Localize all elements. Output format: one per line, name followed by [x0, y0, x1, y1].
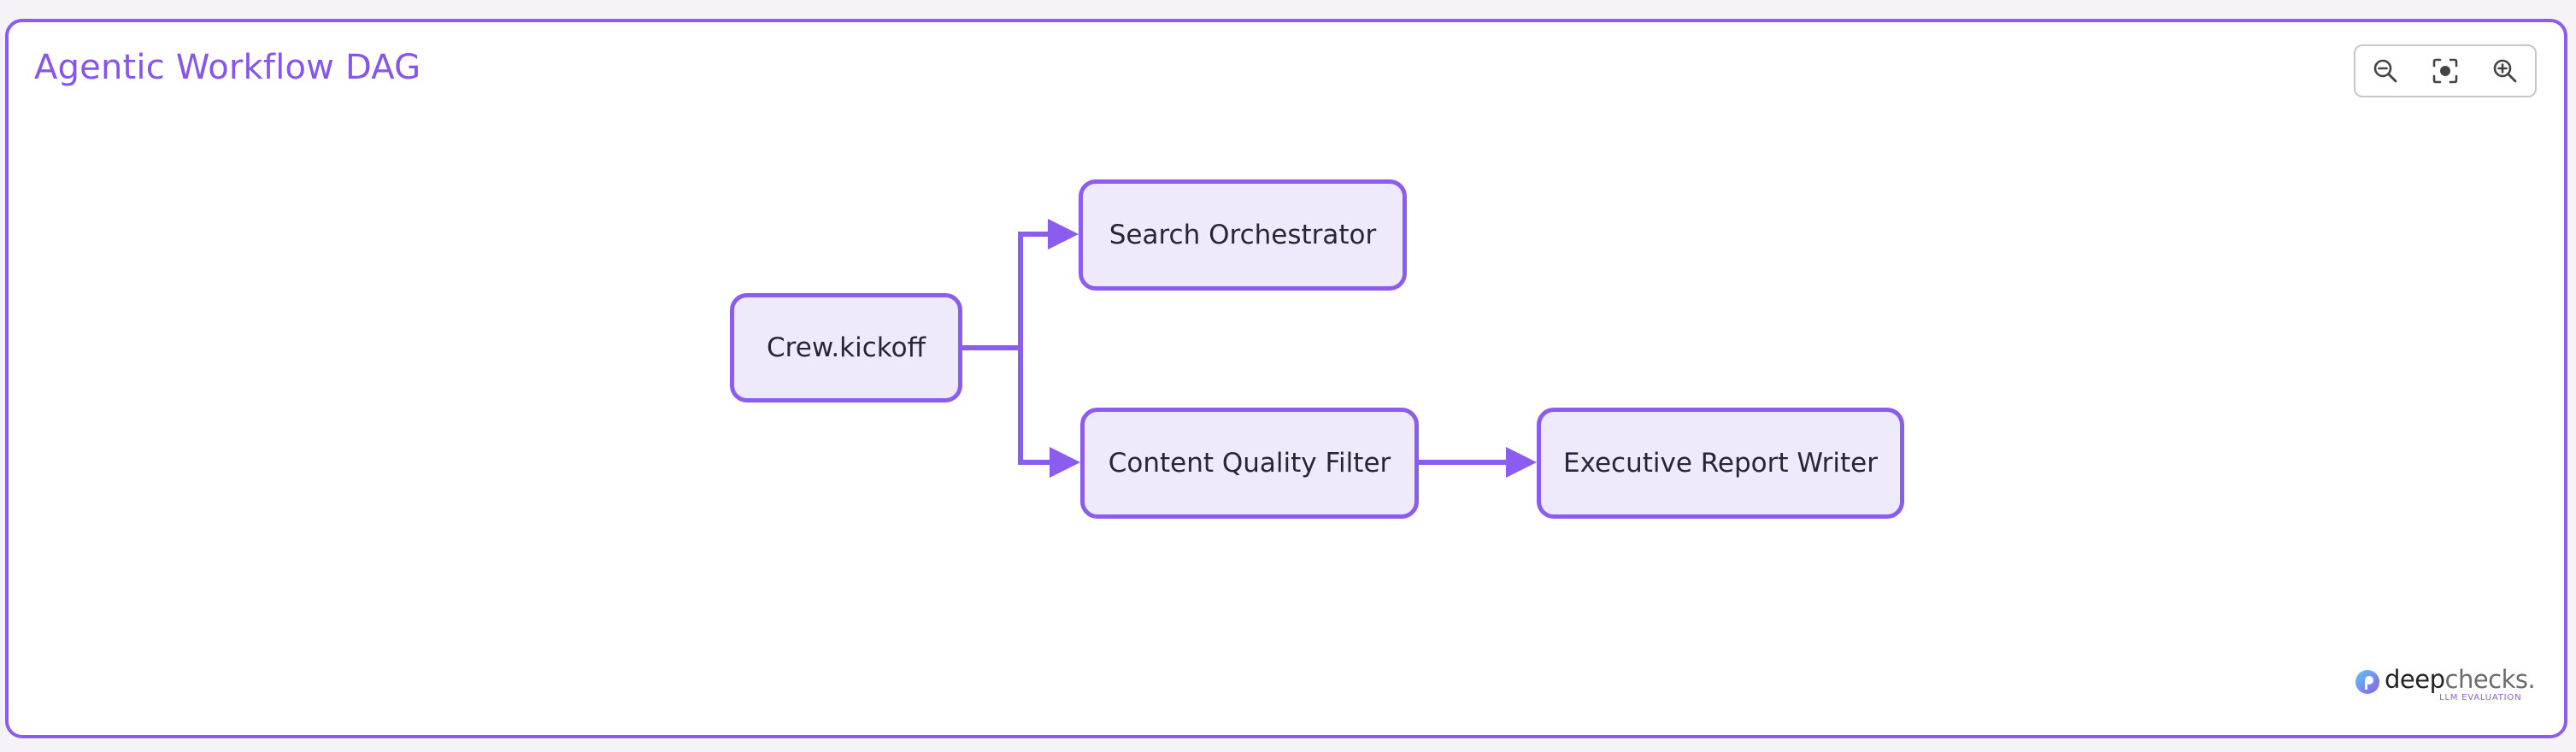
zoom-in-button[interactable]	[2481, 49, 2529, 93]
dag-panel	[5, 19, 2567, 738]
edge-kickoff-to-filter	[962, 345, 1080, 478]
zoom-out-icon	[2373, 59, 2397, 83]
logo-brand-light: checks.	[2444, 665, 2536, 694]
zoom-out-button[interactable]	[2361, 49, 2409, 93]
node-executive-report-writer[interactable]: Executive Report Writer	[1537, 408, 1904, 519]
zoom-in-icon	[2493, 59, 2517, 83]
logo-brand-bold: deep	[2385, 665, 2445, 694]
logo-wordmark: deepchecks.	[2385, 665, 2536, 694]
edge-kickoff-to-search	[962, 219, 1079, 350]
deepchecks-logo: deepchecks. LLM EVALUATION	[2354, 663, 2536, 706]
node-content-quality-filter[interactable]: Content Quality Filter	[1080, 408, 1419, 519]
zoom-controls	[2354, 44, 2537, 97]
node-crew-kickoff[interactable]: Crew.kickoff	[730, 293, 962, 402]
fit-view-icon	[2432, 58, 2458, 84]
deepchecks-logo-icon	[2355, 670, 2379, 694]
logo-tagline: LLM EVALUATION	[2439, 693, 2522, 702]
page-title: Agentic Workflow DAG	[34, 48, 421, 87]
fit-view-button[interactable]	[2421, 49, 2469, 93]
node-search-orchestrator[interactable]: Search Orchestrator	[1079, 179, 1407, 291]
